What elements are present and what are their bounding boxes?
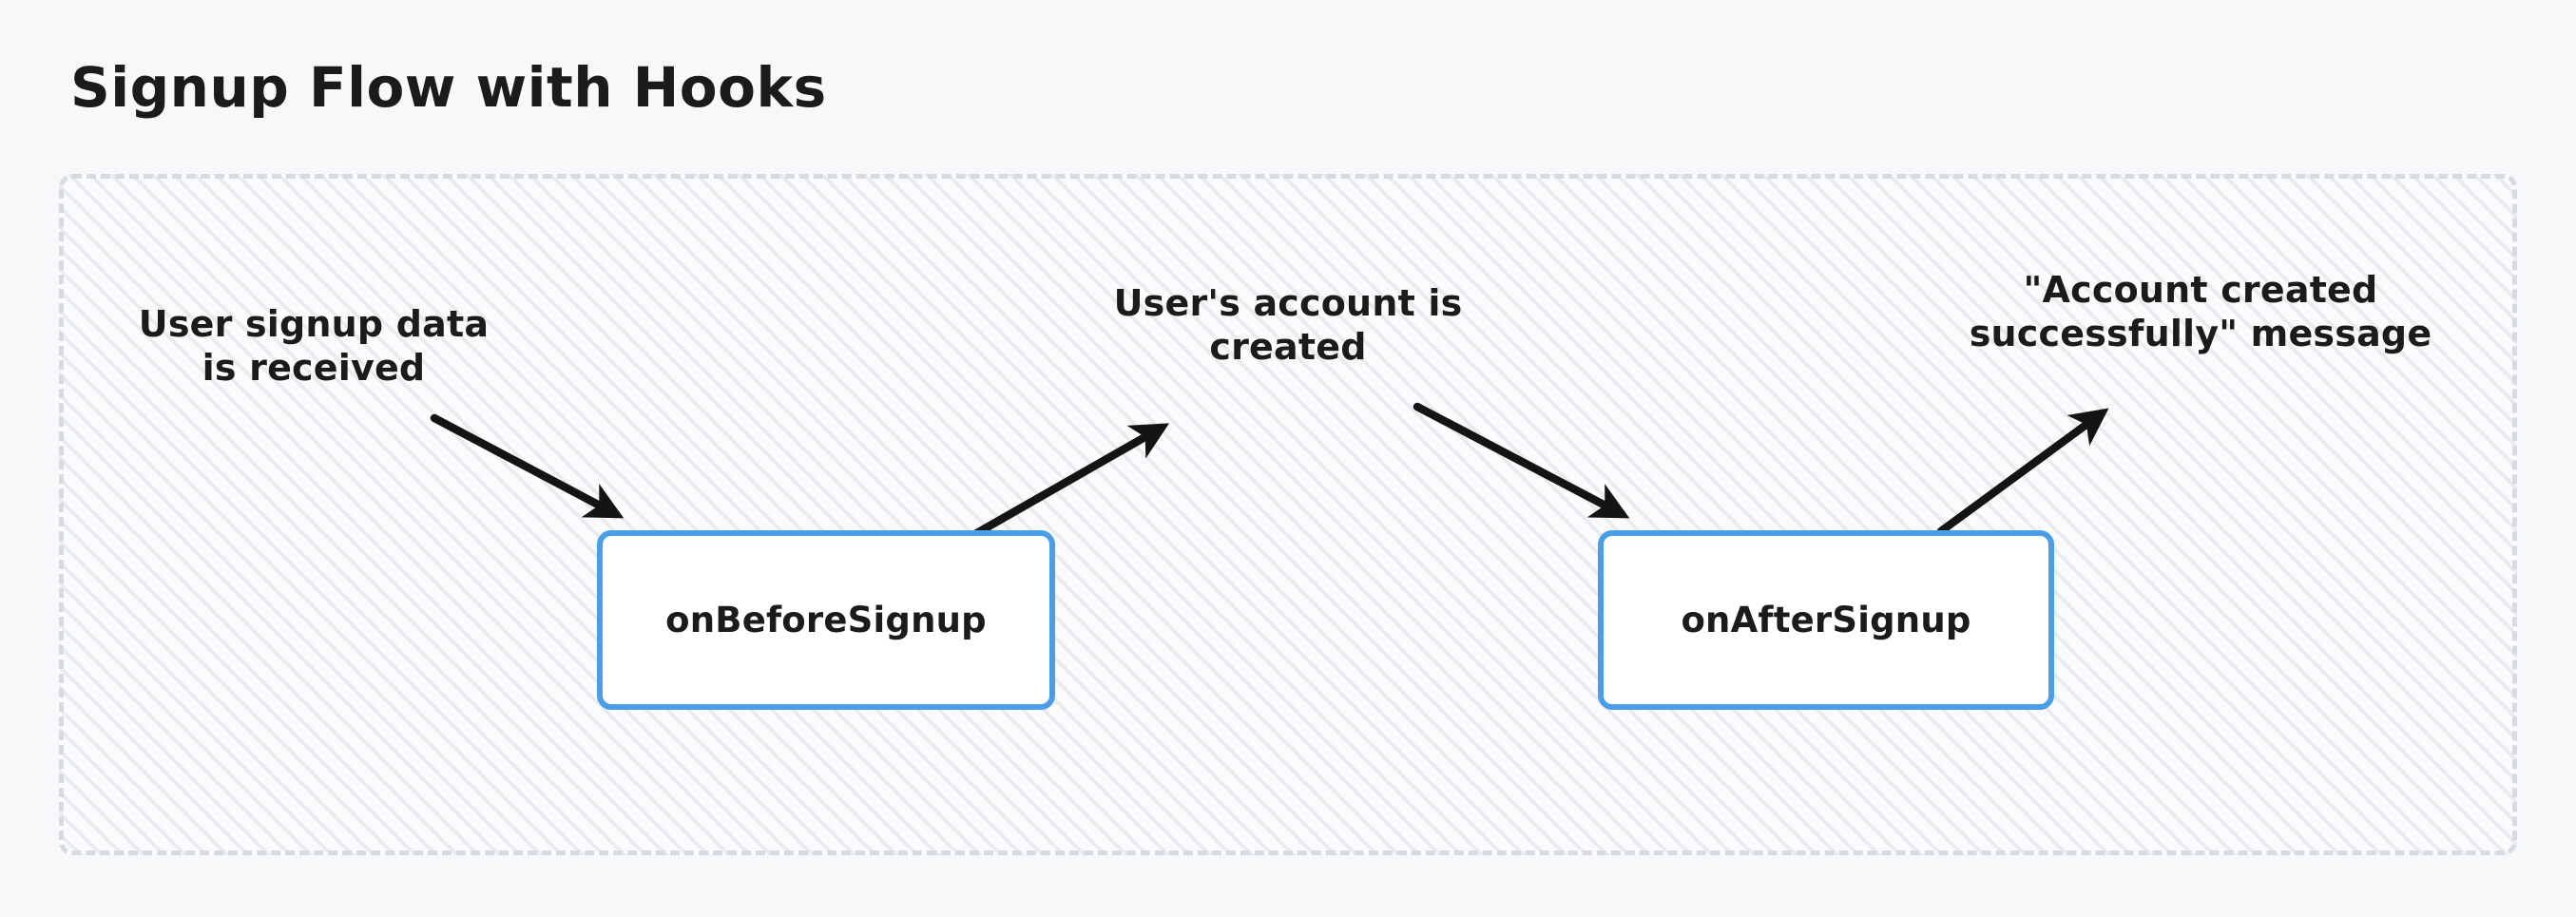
- page-title: Signup Flow with Hooks: [70, 55, 827, 120]
- hook-node-on-after-signup[interactable]: onAfterSignup: [1598, 530, 2054, 710]
- hook-node-label: onBeforeSignup: [665, 600, 987, 640]
- flow-label-signup-data-received: User signup data is received: [138, 303, 490, 390]
- hook-node-label: onAfterSignup: [1681, 600, 1971, 640]
- flow-container: [59, 174, 2517, 855]
- flow-label-account-created: User's account is created: [1113, 282, 1463, 369]
- flow-label-success-message: "Account created successfully" message: [1969, 269, 2432, 355]
- hook-node-on-before-signup[interactable]: onBeforeSignup: [597, 530, 1055, 710]
